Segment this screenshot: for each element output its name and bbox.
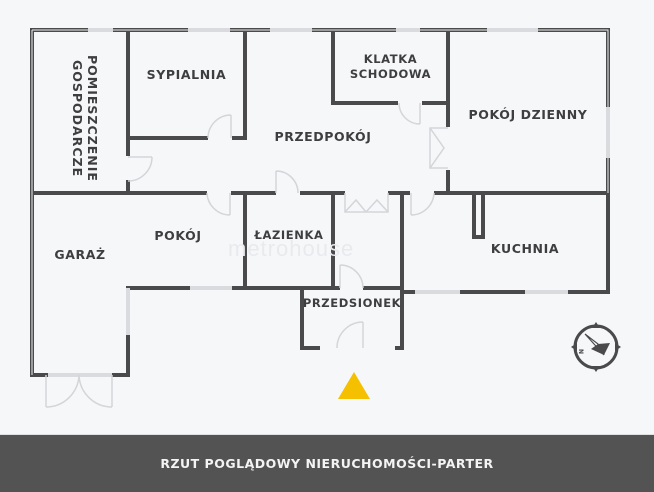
footer-banner: RZUT POGLĄDOWY NIERUCHOMOŚCI-PARTER xyxy=(0,434,654,492)
room-label-pokoj-dzienny: POKÓJ DZIENNY xyxy=(468,107,588,122)
entrance-marker-icon xyxy=(338,372,370,399)
room-label-pomieszczenie-gospodarcze: POMIESZCZENIE GOSPODARCZE xyxy=(64,55,100,182)
svg-text:N: N xyxy=(577,349,584,354)
room-label-pokoj: POKÓJ xyxy=(154,228,202,243)
floor-plan: N metrohouse POMIESZCZENIE GOSPODARCZE S… xyxy=(30,28,621,408)
floor-plan-walls: N xyxy=(30,28,621,408)
room-label-line: POMIESZCZENIE xyxy=(85,55,100,182)
room-label-przedpokoj: PRZEDPOKÓJ xyxy=(274,129,372,144)
room-label-line: KLATKA xyxy=(363,52,418,66)
watermark: metrohouse xyxy=(228,236,355,261)
room-label-lazienka: ŁAZIENKA xyxy=(254,228,324,242)
room-label-przedsionek: PRZEDSIONEK xyxy=(302,296,402,310)
room-label-kuchnia: KUCHNIA xyxy=(490,241,560,256)
compass-icon: N xyxy=(571,322,621,372)
footer-title: RZUT POGLĄDOWY NIERUCHOMOŚCI-PARTER xyxy=(160,456,494,471)
room-label-klatka-schodowa: KLATKA SCHODOWA xyxy=(333,52,448,82)
room-label-line: SCHODOWA xyxy=(349,67,432,81)
room-label-garaz: GARAŻ xyxy=(54,247,106,262)
room-label-sypialnia: SYPIALNIA xyxy=(146,67,227,82)
room-label-line: GOSPODARCZE xyxy=(70,59,85,178)
